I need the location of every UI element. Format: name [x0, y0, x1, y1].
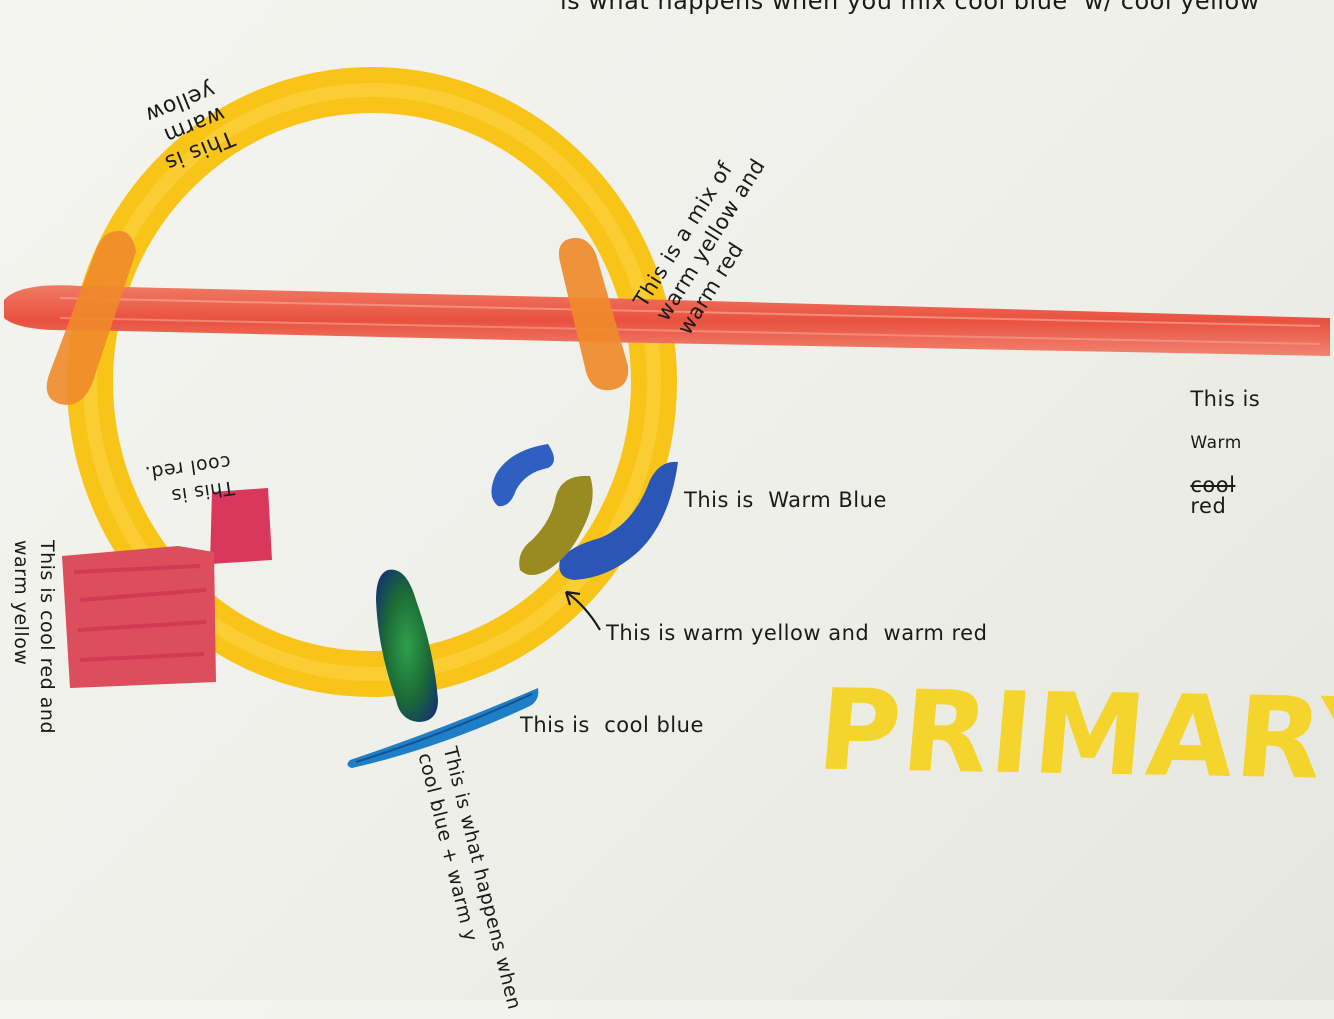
warm-red-stripe: [4, 285, 1330, 356]
orange-mix-left: [46, 230, 136, 405]
cool-red-square-large: [62, 546, 216, 688]
warm-blue-stroke: [491, 444, 678, 580]
note-warm-red-correction: Warm: [1190, 433, 1242, 453]
note-warm-red-line1: This is: [1190, 387, 1261, 411]
note-cool-blue: This is cool blue: [520, 713, 704, 737]
note-warm-yellow-and-red: This is warm yellow and warm red: [606, 621, 988, 645]
cool-blue-stroke: [347, 688, 539, 768]
note-warm-blue: This is Warm Blue: [684, 488, 887, 512]
note-warm-red-end: red: [1190, 494, 1227, 518]
orange-mix-right: [558, 237, 629, 391]
note-warm-red: This is Warm cool red: [1176, 368, 1260, 517]
primary-heading: PRIMARY.: [812, 665, 1334, 807]
note-warm-red-struck: cool: [1190, 473, 1236, 497]
top-caption: is what happens when you mix cool blue w…: [560, 0, 1260, 15]
arrow-icon: [564, 590, 601, 631]
note-cool-red-warm-yellow: This is cool red and warm yellow: [10, 540, 58, 735]
green-mix-blob: [376, 569, 438, 722]
cool-red-square-small: [210, 488, 272, 564]
